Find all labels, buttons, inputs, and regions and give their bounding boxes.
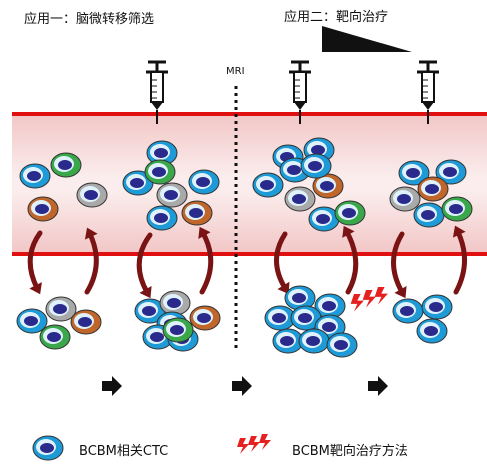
flow-arrow-icon	[102, 376, 122, 396]
ctc-cell	[122, 170, 154, 196]
up-arrow	[84, 227, 99, 295]
down-arrow	[136, 232, 153, 299]
legend-bolt-icon	[248, 436, 260, 452]
flow-arrow-icon	[232, 376, 252, 396]
therapy-bolt-icon	[350, 294, 364, 312]
syringe-1	[146, 60, 168, 124]
ctc-cell	[252, 172, 284, 198]
syringe-3	[417, 60, 439, 124]
mri-label: MRI	[226, 66, 245, 77]
ctc-cell	[298, 328, 330, 354]
ctc-cell	[272, 328, 304, 354]
ctc-cell	[441, 196, 473, 222]
ctc-cell	[314, 314, 346, 340]
ctc-cell	[334, 200, 366, 226]
ctc-cell	[392, 298, 424, 324]
ctc-cell	[314, 293, 346, 319]
ctc-cell	[162, 317, 194, 343]
ctc-cell	[45, 296, 77, 322]
ctc-cell	[156, 182, 188, 208]
ctc-cell	[421, 294, 453, 320]
therapy-bolt-icon	[374, 287, 388, 305]
legend-therapy-label: BCBM靶向治疗方法	[292, 444, 408, 459]
ctc-cell	[76, 182, 108, 208]
ctc-cell	[417, 176, 449, 202]
down-arrow	[274, 231, 290, 294]
ctc-cell	[290, 305, 322, 331]
ctc-cell	[416, 318, 448, 344]
down-arrow	[391, 231, 407, 299]
ctc-cell	[308, 206, 340, 232]
ctc-cell	[264, 305, 296, 331]
ctc-cell	[144, 159, 176, 185]
ctc-cell	[146, 140, 178, 166]
down-arrow	[27, 230, 43, 295]
ctc-cell	[398, 160, 430, 186]
ctc-cell	[181, 200, 213, 226]
ctc-cell	[326, 332, 358, 358]
ctc-cell	[312, 173, 344, 199]
legend-bolt-icon	[237, 438, 249, 454]
application-2-title: 应用二：靶向治疗	[284, 10, 389, 25]
up-arrow	[342, 225, 359, 295]
ctc-cell	[142, 324, 174, 350]
syringe-2	[289, 60, 311, 124]
ctc-cell	[19, 163, 51, 189]
ctc-cell	[435, 159, 467, 185]
dosage-gradient-wedge	[322, 26, 412, 52]
ctc-cell	[70, 309, 102, 335]
ctc-cell	[50, 152, 82, 178]
ctc-cell	[146, 205, 178, 231]
legend-bolt-icon	[259, 434, 271, 450]
ctc-cell	[389, 186, 421, 212]
ctc-cell	[413, 202, 445, 228]
ctc-cell	[39, 324, 71, 350]
ctc-cell	[300, 153, 332, 179]
ctc-cell	[189, 305, 221, 331]
ctc-cell	[27, 196, 59, 222]
up-arrow	[452, 225, 468, 295]
legend-ctc-cell-icon	[32, 435, 64, 461]
flow-arrow-icon	[368, 376, 388, 396]
therapy-bolt-icon	[362, 290, 376, 308]
legend-ctc-label: BCBM相关CTC	[79, 444, 169, 459]
application-1-title: 应用一：脑微转移筛选	[24, 12, 155, 27]
ctc-cell	[159, 290, 191, 316]
ctc-cell	[188, 169, 220, 195]
ctc-cell	[16, 308, 48, 334]
up-arrow	[198, 226, 214, 295]
ctc-cell	[284, 186, 316, 212]
